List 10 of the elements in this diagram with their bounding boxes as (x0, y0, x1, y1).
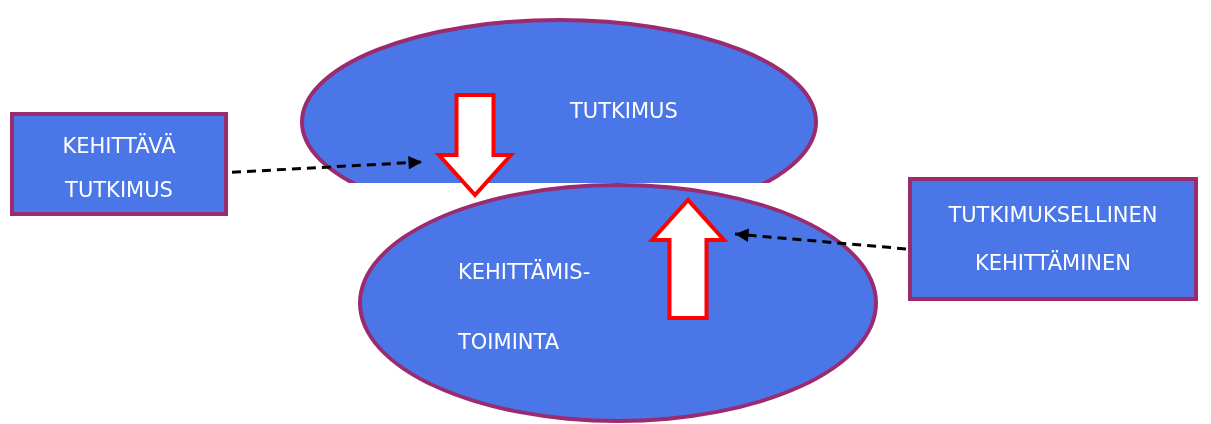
node-label: TUTKIMUKSELLINEN KEHITTÄMINEN (947, 202, 1159, 277)
node-label: TUTKIMUS (570, 98, 679, 125)
node-label: KEHITTÄVÄ TUTKIMUS (61, 132, 177, 204)
node-label: KEHITTÄMIS- TOIMINTA (458, 258, 592, 356)
arrow (734, 228, 907, 251)
text-box (908, 177, 1198, 301)
text-box (10, 112, 228, 216)
arrow (231, 155, 423, 174)
block-arrow (434, 93, 516, 198)
block-arrow (647, 197, 729, 320)
